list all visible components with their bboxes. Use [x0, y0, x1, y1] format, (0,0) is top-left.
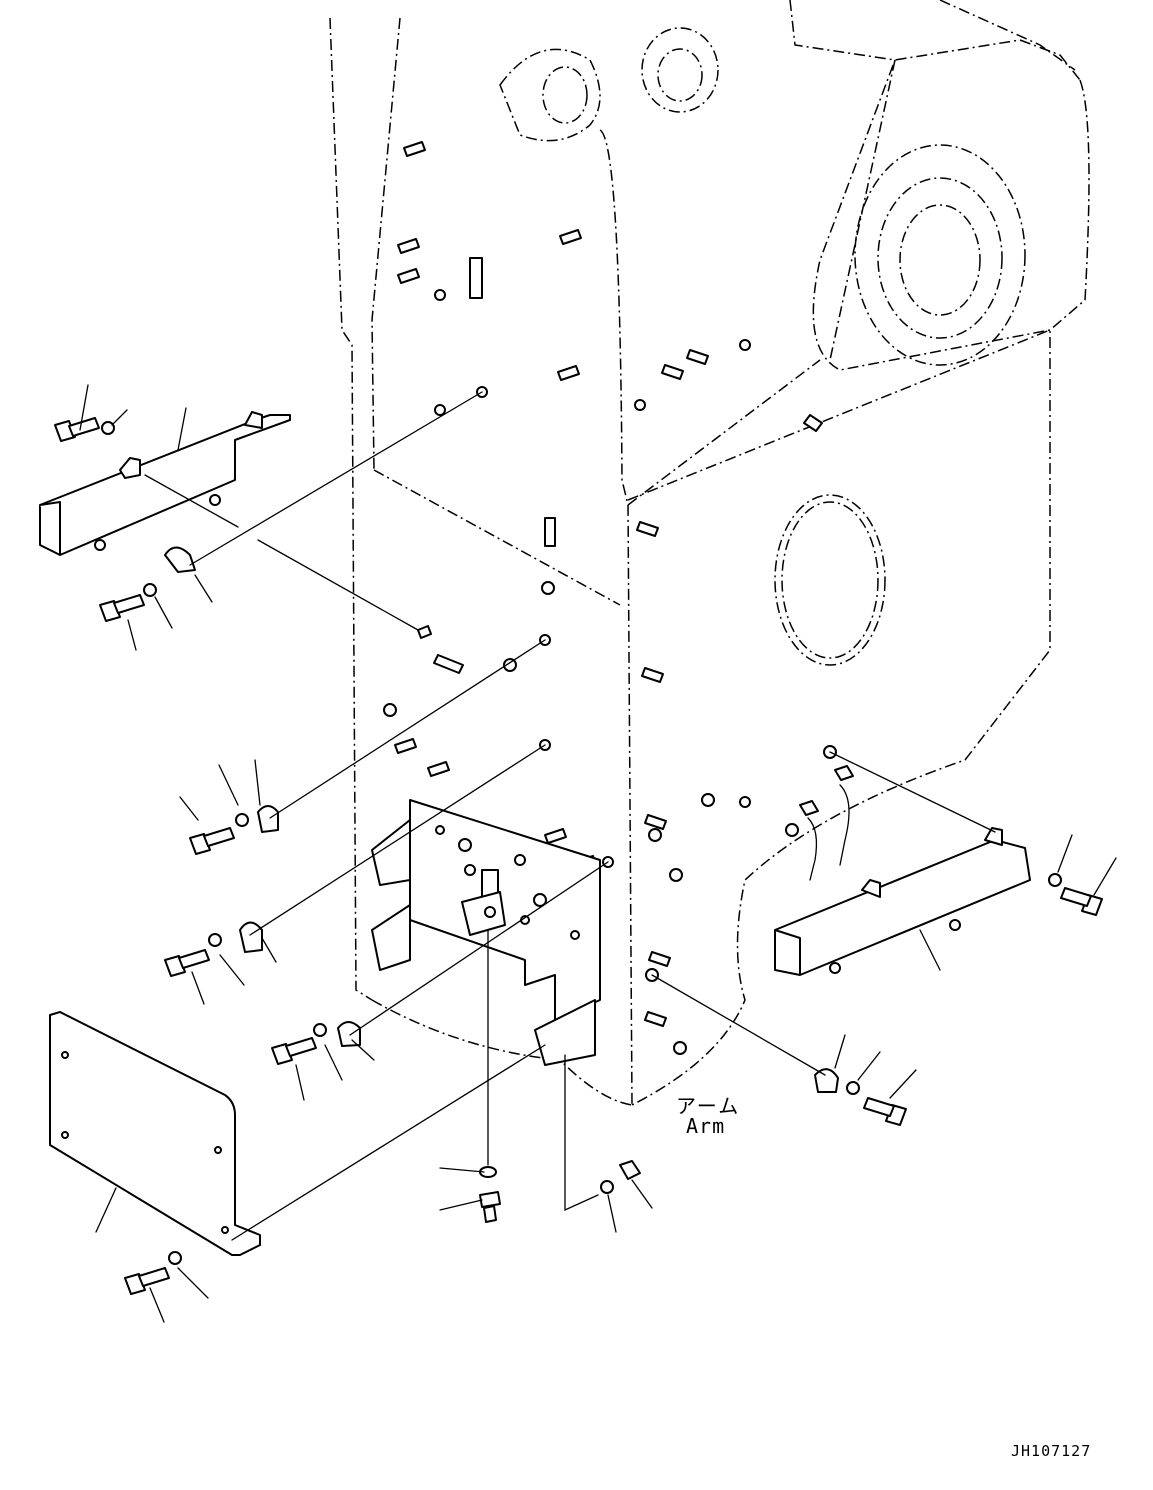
bottom-plate	[49, 1011, 261, 1256]
right-lower-guard	[774, 827, 1031, 976]
arm-studs	[383, 141, 854, 1055]
mounting-bracket	[371, 799, 601, 1066]
leader-lines	[79, 384, 1117, 1323]
arm-outline	[329, 0, 1090, 1106]
drawing-code: JH107127	[1011, 1442, 1092, 1460]
arm-label-english: Arm	[686, 1114, 726, 1138]
left-upper-guard	[39, 411, 291, 556]
bolts	[54, 417, 1103, 1295]
clamps	[164, 546, 839, 1093]
assembly-lines	[144, 391, 996, 1241]
arm-label-japanese: アーム	[676, 1094, 741, 1118]
